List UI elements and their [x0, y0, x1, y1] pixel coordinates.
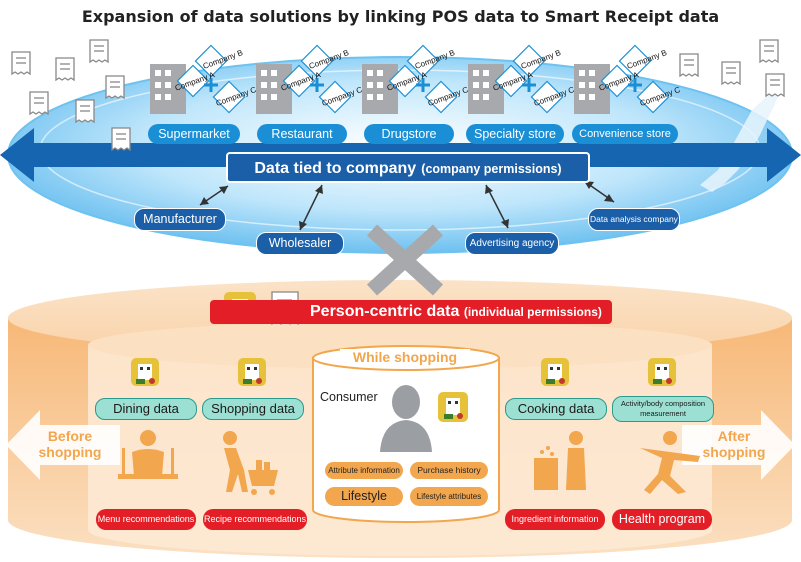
- shopping-data-pill: Shopping data: [202, 398, 304, 420]
- person-data-sub: (individual permissions): [463, 305, 602, 319]
- after-arrow: [682, 410, 795, 480]
- before-shopping-label: Before shopping: [38, 428, 102, 460]
- person-data-label: Person-centric data (individual permissi…: [310, 300, 602, 324]
- before-arrow: [6, 410, 120, 480]
- company-data-sub: (company permissions): [421, 162, 562, 176]
- cooking-data-pill: Cooking data: [505, 398, 607, 420]
- attribute-information: Attribute information: [325, 462, 403, 479]
- health-program: Health program: [612, 509, 712, 530]
- receipt-icons: [11, 39, 785, 152]
- company-data-main: Data tied to company: [254, 160, 417, 177]
- recipe-recommendations: Recipe recommendations: [203, 509, 307, 530]
- lifestyle: Lifestyle: [325, 487, 403, 506]
- page-title: Expansion of data solutions by linking P…: [81, 7, 720, 26]
- menu-recommendations: Menu recommendations: [96, 509, 196, 530]
- building-icons: [150, 64, 610, 114]
- person-data-main: Person-centric data: [310, 303, 460, 320]
- category-convenience-store: Convenience store: [572, 124, 678, 144]
- after-shopping-label: After shopping: [702, 428, 766, 460]
- entity-manufacturer: Manufacturer: [134, 208, 226, 231]
- entity-wholesaler: Wholesaler: [256, 232, 344, 255]
- plus-icons: [204, 78, 642, 92]
- lifestyle-attributes: Lifestyle attributes: [410, 487, 488, 506]
- category-supermarket: Supermarket: [148, 124, 240, 144]
- activity-data-pill: Activity/body composition measurement: [612, 396, 714, 422]
- company-data-label: Data tied to company (company permission…: [226, 152, 590, 183]
- consumer-label: Consumer: [320, 390, 378, 404]
- activity-icons: [118, 430, 700, 495]
- category-specialty-store: Specialty store: [466, 124, 564, 144]
- while-shopping-heading: While shopping: [340, 349, 470, 365]
- person-data-banner: [210, 300, 612, 324]
- ingredient-information: Ingredient information: [505, 509, 605, 530]
- category-drugstore: Drugstore: [364, 124, 454, 144]
- category-restaurant: Restaurant: [257, 124, 347, 144]
- dining-data-pill: Dining data: [95, 398, 197, 420]
- cross-mark: [366, 224, 444, 296]
- company-diamonds: [176, 44, 670, 114]
- japan-map-shape: [700, 85, 780, 192]
- entity-data-analysis-company: Data analysis company: [588, 208, 680, 231]
- purchase-history: Purchase history: [410, 462, 488, 479]
- entity-advertising-agency: Advertising agency: [465, 232, 559, 255]
- consumer-icon: [380, 385, 432, 452]
